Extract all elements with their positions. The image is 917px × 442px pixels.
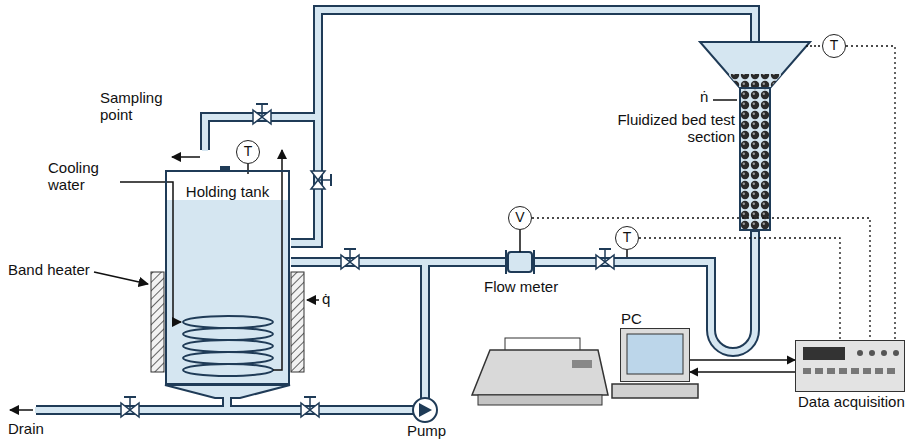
signal-wire <box>639 238 840 340</box>
node-text: T <box>244 144 253 159</box>
data-link <box>690 371 795 372</box>
holding-tank: Holding tank <box>165 170 290 385</box>
data-link <box>690 359 795 360</box>
part-label: Fluidized bed test section <box>615 112 735 145</box>
node-text: Holding tank <box>167 184 288 201</box>
node-text: Data acquisition <box>798 394 905 411</box>
node-text: T <box>830 38 839 53</box>
part-label: Pump <box>407 423 446 440</box>
temperature-sensor: T <box>236 140 260 164</box>
part-label: Drain <box>8 421 44 438</box>
signal-wire <box>532 218 870 340</box>
temperature-sensor: T <box>615 226 639 250</box>
node-text: T <box>623 230 632 245</box>
part-label: Band heater <box>8 262 90 279</box>
part-label: Cooling water <box>48 160 118 193</box>
voltage-sensor: V <box>508 206 532 230</box>
temperature-sensor: T <box>822 34 846 58</box>
part-label: q̇ <box>322 291 330 308</box>
part-label: Flow meter <box>484 279 558 296</box>
node-text: V <box>515 210 524 225</box>
part-label: ṅ <box>700 89 708 106</box>
data-acquisition-unit: Data acquisition <box>795 340 905 392</box>
pc-monitor: PC <box>620 328 690 382</box>
part-label: Sampling point <box>100 90 180 123</box>
node-text: PC <box>621 311 642 328</box>
